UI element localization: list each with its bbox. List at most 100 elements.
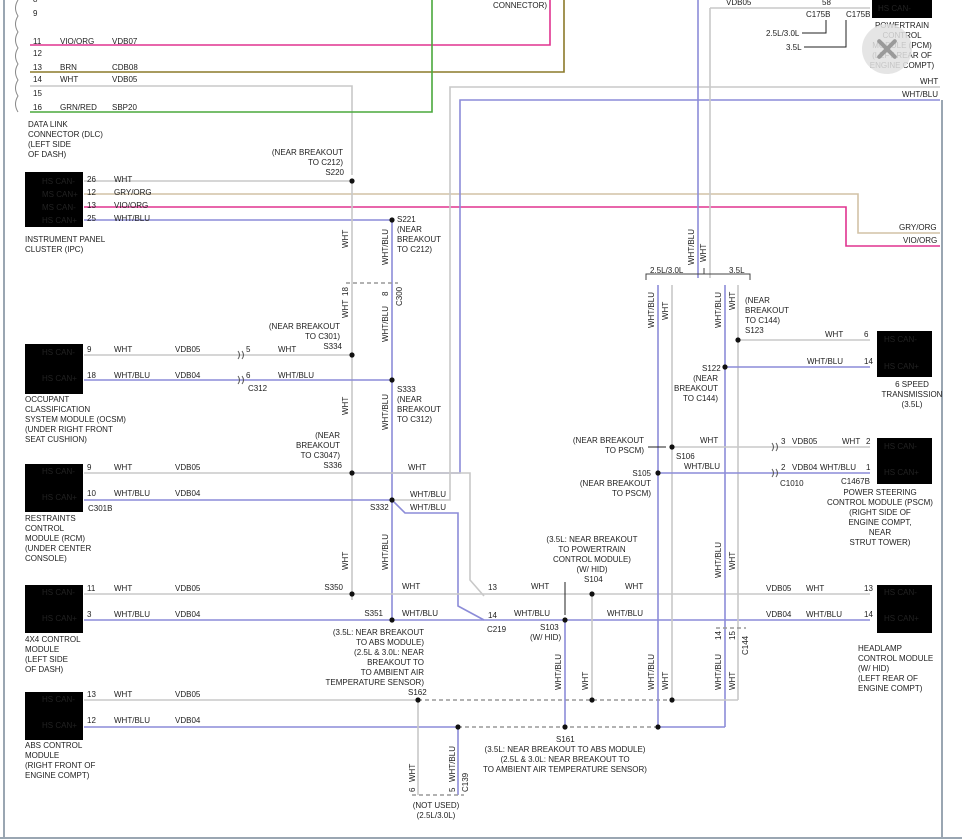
splice-id: S106 [676, 452, 695, 461]
rcm-module [25, 464, 83, 512]
ms-can-plus-label: GRY/ORG [899, 223, 937, 232]
splice-id: S162 [408, 688, 427, 697]
splice-s105 [655, 470, 661, 476]
wire-color: WHT [531, 582, 549, 591]
connector-id: C139 [461, 772, 470, 792]
trans-pin-name: HS CAN+ [884, 362, 919, 371]
headlamp-label: (LEFT REAR OF [858, 674, 918, 683]
splice-s104 [589, 591, 595, 597]
dlc-pin-number: 13 [33, 63, 42, 72]
abs-label: (RIGHT FRONT OF [25, 761, 95, 770]
splice-note: (2.5L & 3.0L: NEAR [354, 648, 424, 657]
ocsm-pin-number: 9 [87, 345, 92, 354]
connector-pin: 5 [448, 787, 457, 792]
pscm-label: (RIGHT SIDE OF [849, 508, 911, 517]
dlc-pin-number: 16 [33, 103, 42, 112]
wire-color: WHT/BLU [607, 609, 643, 618]
wire-blu-to-c219 [391, 499, 485, 621]
splice-note: (NEAR BREAKOUT [580, 479, 651, 488]
headlamp-module [877, 585, 932, 633]
headlamp-pin-number: 14 [864, 610, 873, 619]
dlc-pin-number: 8 [33, 0, 38, 4]
dlc-label: DATA LINK [28, 120, 68, 129]
wire-color: WHT/BLU [410, 490, 446, 499]
fourx4-label: MODULE [25, 645, 59, 654]
ipc-pin-name: HS CAN+ [42, 216, 77, 225]
abs-wire-color: WHT [114, 690, 132, 699]
transmission-module [877, 331, 932, 377]
connector-id: C144 [741, 635, 750, 655]
pcm-circuit: VDB05 [726, 0, 752, 7]
connector-id: C312 [248, 384, 268, 393]
splice-s106 [669, 444, 675, 450]
wire-color: WHT/BLU [514, 609, 550, 618]
ipc-pin-name: HS CAN- [42, 177, 75, 186]
ipc-pin-number: 25 [87, 214, 96, 223]
ipc-wire-color: GRY/ORG [114, 188, 152, 197]
abs-label: ABS CONTROL [25, 741, 83, 750]
ocsm-label: (UNDER RIGHT FRONT [25, 425, 113, 434]
wire-color: WHT/BLU [402, 609, 438, 618]
splice-id: S332 [370, 503, 389, 512]
splice-note: (3.5L: NEAR BREAKOUT [333, 628, 424, 637]
abs-pin-name: HS CAN+ [42, 721, 77, 730]
splice-note: (NEAR [397, 395, 422, 404]
connector-pin: 14 [488, 611, 497, 620]
connector-pin: 15 [728, 631, 737, 640]
connector-c312 [237, 350, 244, 360]
dlc-wire-color: GRN/RED [60, 103, 97, 112]
fourx4-wire-color: WHT/BLU [114, 610, 150, 619]
splice-note: (NEAR [397, 225, 422, 234]
trans-wire-color: WHT [825, 330, 843, 339]
fourx4-module [25, 585, 83, 633]
pcm-pin-name: HS CAN- [878, 4, 911, 13]
splice-id: S123 [745, 326, 764, 335]
rcm-pin-number: 9 [87, 463, 92, 472]
connector-pin: 6 [408, 787, 417, 792]
wire-color: WHT [920, 77, 938, 86]
dlc-pin-number: 12 [33, 49, 42, 58]
abs-pin-number: 13 [87, 690, 96, 699]
splice-s123 [735, 337, 741, 343]
splice-note: BREAKOUT TO [367, 658, 424, 667]
splice-note: (W/ HID) [530, 633, 561, 642]
pointer-arrow [802, 20, 827, 34]
trans-wire-color: WHT/BLU [807, 357, 843, 366]
rcm-label: MODULE (RCM) [25, 534, 85, 543]
ocsm-label: CLASSIFICATION [25, 405, 90, 414]
splice-s103 [562, 617, 568, 623]
connector-pin: 5 [246, 345, 251, 354]
ipc-label: CLUSTER (IPC) [25, 245, 84, 254]
wire-color: WHT/BLU [554, 654, 563, 690]
ipc-pin-name: MS CAN+ [42, 190, 78, 199]
splice-note: TO AMBIENT AIR TEMPERATURE SENSOR) [483, 765, 647, 774]
pscm-label: CONTROL MODULE (PSCM) [827, 498, 933, 507]
connector-pin: 2 [781, 463, 786, 472]
rcm-label: CONSOLE) [25, 554, 67, 563]
connector-pin: 3 [781, 437, 786, 446]
splice-note: TO AMBIENT AIR [361, 668, 425, 677]
variant-label: 3.5L [729, 266, 745, 275]
close-zoom-icon[interactable] [862, 24, 912, 74]
splice-note: BREAKOUT [397, 235, 441, 244]
connector-pin: 8 [381, 291, 390, 296]
wire-color: WHT/BLU [381, 229, 390, 265]
wire-color: WHT [700, 436, 718, 445]
splice-s351 [389, 617, 395, 623]
connector-id: C1010 [780, 479, 804, 488]
splice-s162 [415, 697, 421, 703]
wire-wht-to-c219 [352, 472, 485, 597]
wire-color: WHT [341, 230, 350, 248]
splice-note: TO C301) [305, 332, 340, 341]
connector-id: C300 [395, 286, 404, 306]
trans-pin-number: 6 [864, 330, 869, 339]
wire-color: WHT [408, 764, 417, 782]
variant-label: 3.5L [786, 43, 802, 52]
fourx4-circuit: VDB04 [175, 610, 201, 619]
headlamp-pin-number: 13 [864, 584, 873, 593]
wire-color: WHT/BLU [381, 306, 390, 342]
splice-note: BREAKOUT [296, 441, 340, 450]
abs-pin-name: HS CAN- [42, 695, 75, 704]
wire-color: WHT/BLU [684, 462, 720, 471]
